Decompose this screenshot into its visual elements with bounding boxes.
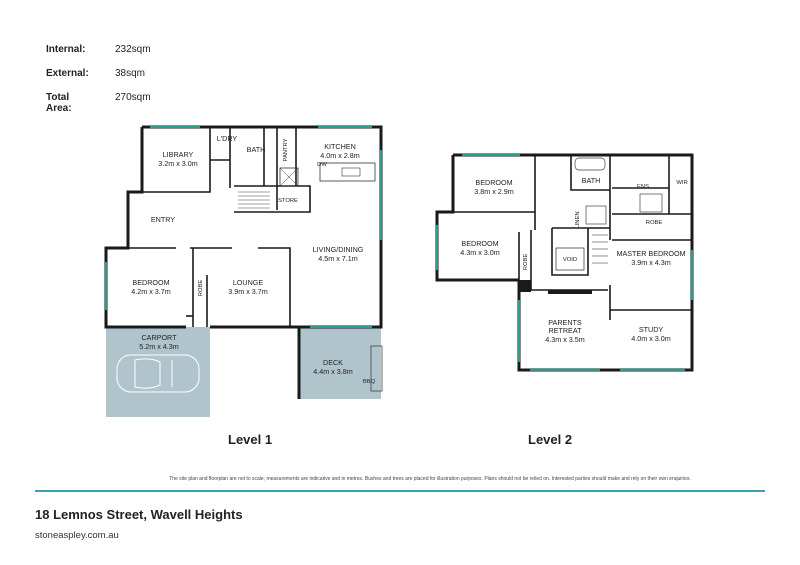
robe-block — [519, 280, 531, 292]
car-icon — [116, 354, 200, 393]
living-size: 4.5m x 7.1m — [318, 254, 358, 263]
l2-bedroom2-size: 4.3m x 3.0m — [460, 248, 500, 257]
lounge-size: 3.9m x 3.7m — [228, 287, 268, 296]
library-label: LIBRARY — [163, 150, 194, 159]
bath-label: BATH — [247, 145, 266, 154]
level2-windows — [436, 154, 693, 371]
retreat-label2: RETREAT — [548, 326, 582, 335]
bbq-label: BBQ — [363, 379, 376, 385]
void-area — [555, 247, 585, 271]
carport-size: 5.2m x 4.3m — [139, 342, 179, 351]
study-label: STUDY — [639, 325, 664, 334]
level2-interior-walls — [453, 155, 692, 320]
master-size: 3.9m x 4.3m — [631, 258, 671, 267]
l2-bedroom2-label: BEDROOM — [461, 239, 498, 248]
carport-label: CARPORT — [141, 333, 177, 342]
level2-title: Level 2 — [528, 432, 573, 447]
master-label: MASTER BEDROOM — [616, 249, 685, 258]
bbq-unit — [370, 345, 383, 392]
kitchen-size: 4.0m x 2.8m — [320, 151, 360, 160]
l2-bedroom1-label: BEDROOM — [475, 178, 512, 187]
divider-line — [35, 490, 765, 492]
l2-bath-label: BATH — [582, 176, 601, 185]
level1-windows — [105, 126, 382, 328]
level1-title: Level 1 — [228, 432, 273, 447]
ens-label: ENS — [637, 184, 649, 190]
retreat-rail — [548, 290, 592, 294]
total-value: 270sqm — [115, 92, 151, 103]
level1-stairs — [238, 191, 270, 209]
deck-area — [299, 327, 381, 399]
pantry-label: PANTRY — [283, 138, 289, 161]
total-label: Total Area: — [46, 92, 72, 114]
lounge-label: LOUNGE — [233, 278, 264, 287]
bathtub-icon — [574, 157, 606, 171]
external-value: 38sqm — [115, 68, 146, 79]
wir-label: WIR — [676, 180, 687, 186]
robe-label: ROBE — [198, 280, 204, 297]
agency-website: stoneaspley.com.au — [35, 530, 119, 541]
bedroom-size: 4.2m x 3.7m — [131, 287, 171, 296]
study-size: 4.0m x 3.0m — [631, 334, 671, 343]
l2-bedroom1-size: 3.8m x 2.9m — [474, 187, 514, 196]
laundry-label: L'DRY — [217, 134, 238, 143]
living-label: LIVING/DINING — [313, 245, 364, 254]
level1-interior-walls — [128, 127, 311, 327]
kitchen-label: KITCHEN — [324, 142, 356, 151]
l2-robe2-label: ROBE — [646, 220, 663, 226]
deck-size: 4.4m x 3.8m — [313, 367, 353, 376]
property-address: 18 Lemnos Street, Wavell Heights — [35, 507, 243, 522]
kitchen-island — [319, 162, 376, 182]
internal-label: Internal: — [46, 44, 86, 55]
linen-label: LINEN — [575, 211, 581, 228]
disclaimer-text: The site plan and floorplan are not to s… — [169, 476, 691, 482]
entry-label: ENTRY — [151, 215, 175, 224]
l2-robe1-label: ROBE — [523, 254, 529, 271]
retreat-size: 4.3m x 3.5m — [545, 335, 585, 344]
internal-value: 232sqm — [115, 44, 151, 55]
floor-plan: LIBRARY 3.2m x 3.0m L'DRY BATH PANTRY KI… — [104, 125, 694, 417]
external-label: External: — [46, 68, 89, 79]
l2-shower-icon — [585, 205, 607, 225]
deck-label: DECK — [323, 358, 343, 367]
library-size: 3.2m x 3.0m — [158, 159, 198, 168]
level2-stairs — [592, 234, 608, 264]
bedroom-label: BEDROOM — [132, 278, 169, 287]
ens-shower-icon — [639, 193, 663, 213]
void-label: VOID — [563, 257, 577, 263]
level1-plan: LIBRARY 3.2m x 3.0m L'DRY BATH PANTRY KI… — [104, 125, 383, 417]
dw-label: DW — [317, 162, 327, 168]
carport-area — [106, 327, 210, 417]
sink-icon — [341, 167, 361, 177]
retreat-label: PARENTS — [548, 318, 582, 327]
level2-plan: BEDROOM 3.8m x 2.9m BATH ENS WIR LINEN B… — [435, 153, 694, 372]
fridge-space — [279, 167, 299, 187]
store-label: STORE — [278, 198, 298, 204]
